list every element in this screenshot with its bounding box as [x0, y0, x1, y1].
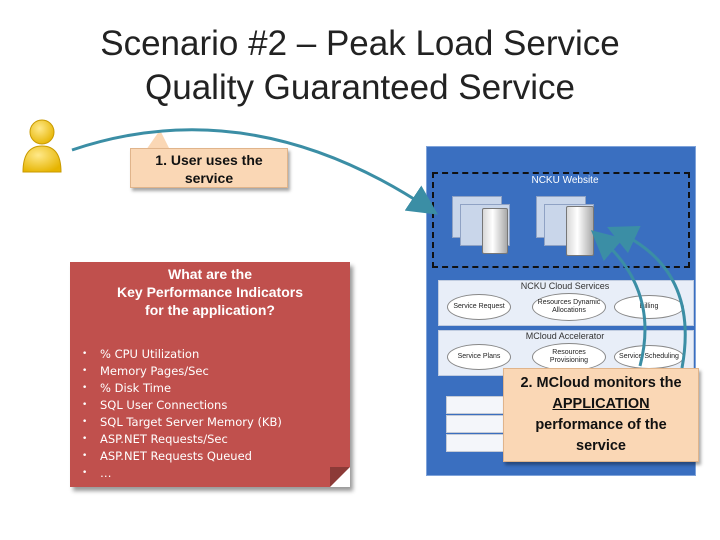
callout-user-line: service — [184, 170, 234, 186]
resources-allocations-node: Resources Dynamic Allocations — [532, 293, 606, 321]
kpi-item: ASP.NET Requests Queued — [82, 448, 342, 465]
title-line-2: Quality Guaranteed Service — [145, 68, 575, 107]
callout-user-tail — [146, 130, 170, 150]
callout-monitor: 2. MCloud monitors the APPLICATION perfo… — [503, 368, 699, 462]
kpi-item: SQL Target Server Memory (KB) — [82, 414, 342, 431]
kpi-item: % CPU Utilization — [82, 346, 342, 363]
user-icon — [22, 119, 62, 173]
callout-user: 1. User uses the service — [130, 148, 288, 188]
callout-monitor-line: 2. MCloud monitors the — [520, 375, 682, 391]
slide-title: Scenario #2 – Peak Load Service Quality … — [60, 22, 660, 110]
monitor-arrow — [590, 230, 647, 367]
website-group — [432, 172, 690, 268]
kpi-item: ASP.NET Requests/Sec — [82, 431, 342, 448]
kpi-question: What are the Key Performance Indicators … — [70, 265, 350, 319]
kpi-list: % CPU Utilization Memory Pages/Sec % Dis… — [82, 346, 342, 482]
callout-monitor-line: performance of the — [535, 417, 667, 433]
server-icon — [482, 208, 508, 254]
monitor-arrow — [607, 225, 687, 369]
kpi-item: Memory Pages/Sec — [82, 363, 342, 380]
cloud-services-title: NCKU Cloud Services — [520, 281, 610, 291]
resources-provisioning-node: Resources Provisioning — [532, 343, 606, 371]
service-plans-node: Service Plans — [447, 344, 511, 370]
kpi-item: SQL User Connections — [82, 397, 342, 414]
website-label: NCKU Website — [531, 175, 599, 186]
callout-user-line: 1. User uses the — [155, 152, 263, 168]
kpi-item: % Disk Time — [82, 380, 342, 397]
service-request-node: Service Request — [447, 294, 511, 320]
billing-node: Billing — [614, 295, 684, 319]
user-to-website-arrow — [71, 128, 439, 215]
service-scheduling-node: Service Scheduling — [614, 345, 684, 369]
title-line-1: Scenario #2 – Peak Load Service — [100, 24, 620, 63]
callout-monitor-line: APPLICATION — [552, 396, 650, 412]
kpi-question-line: Key Performance Indicators — [117, 284, 303, 300]
kpi-question-line: What are the — [167, 266, 252, 282]
accelerator-title: MCloud Accelerator — [525, 331, 605, 341]
callout-monitor-line: service — [576, 438, 626, 454]
kpi-question-line: for the application? — [145, 302, 275, 318]
kpi-item: … — [82, 465, 342, 482]
